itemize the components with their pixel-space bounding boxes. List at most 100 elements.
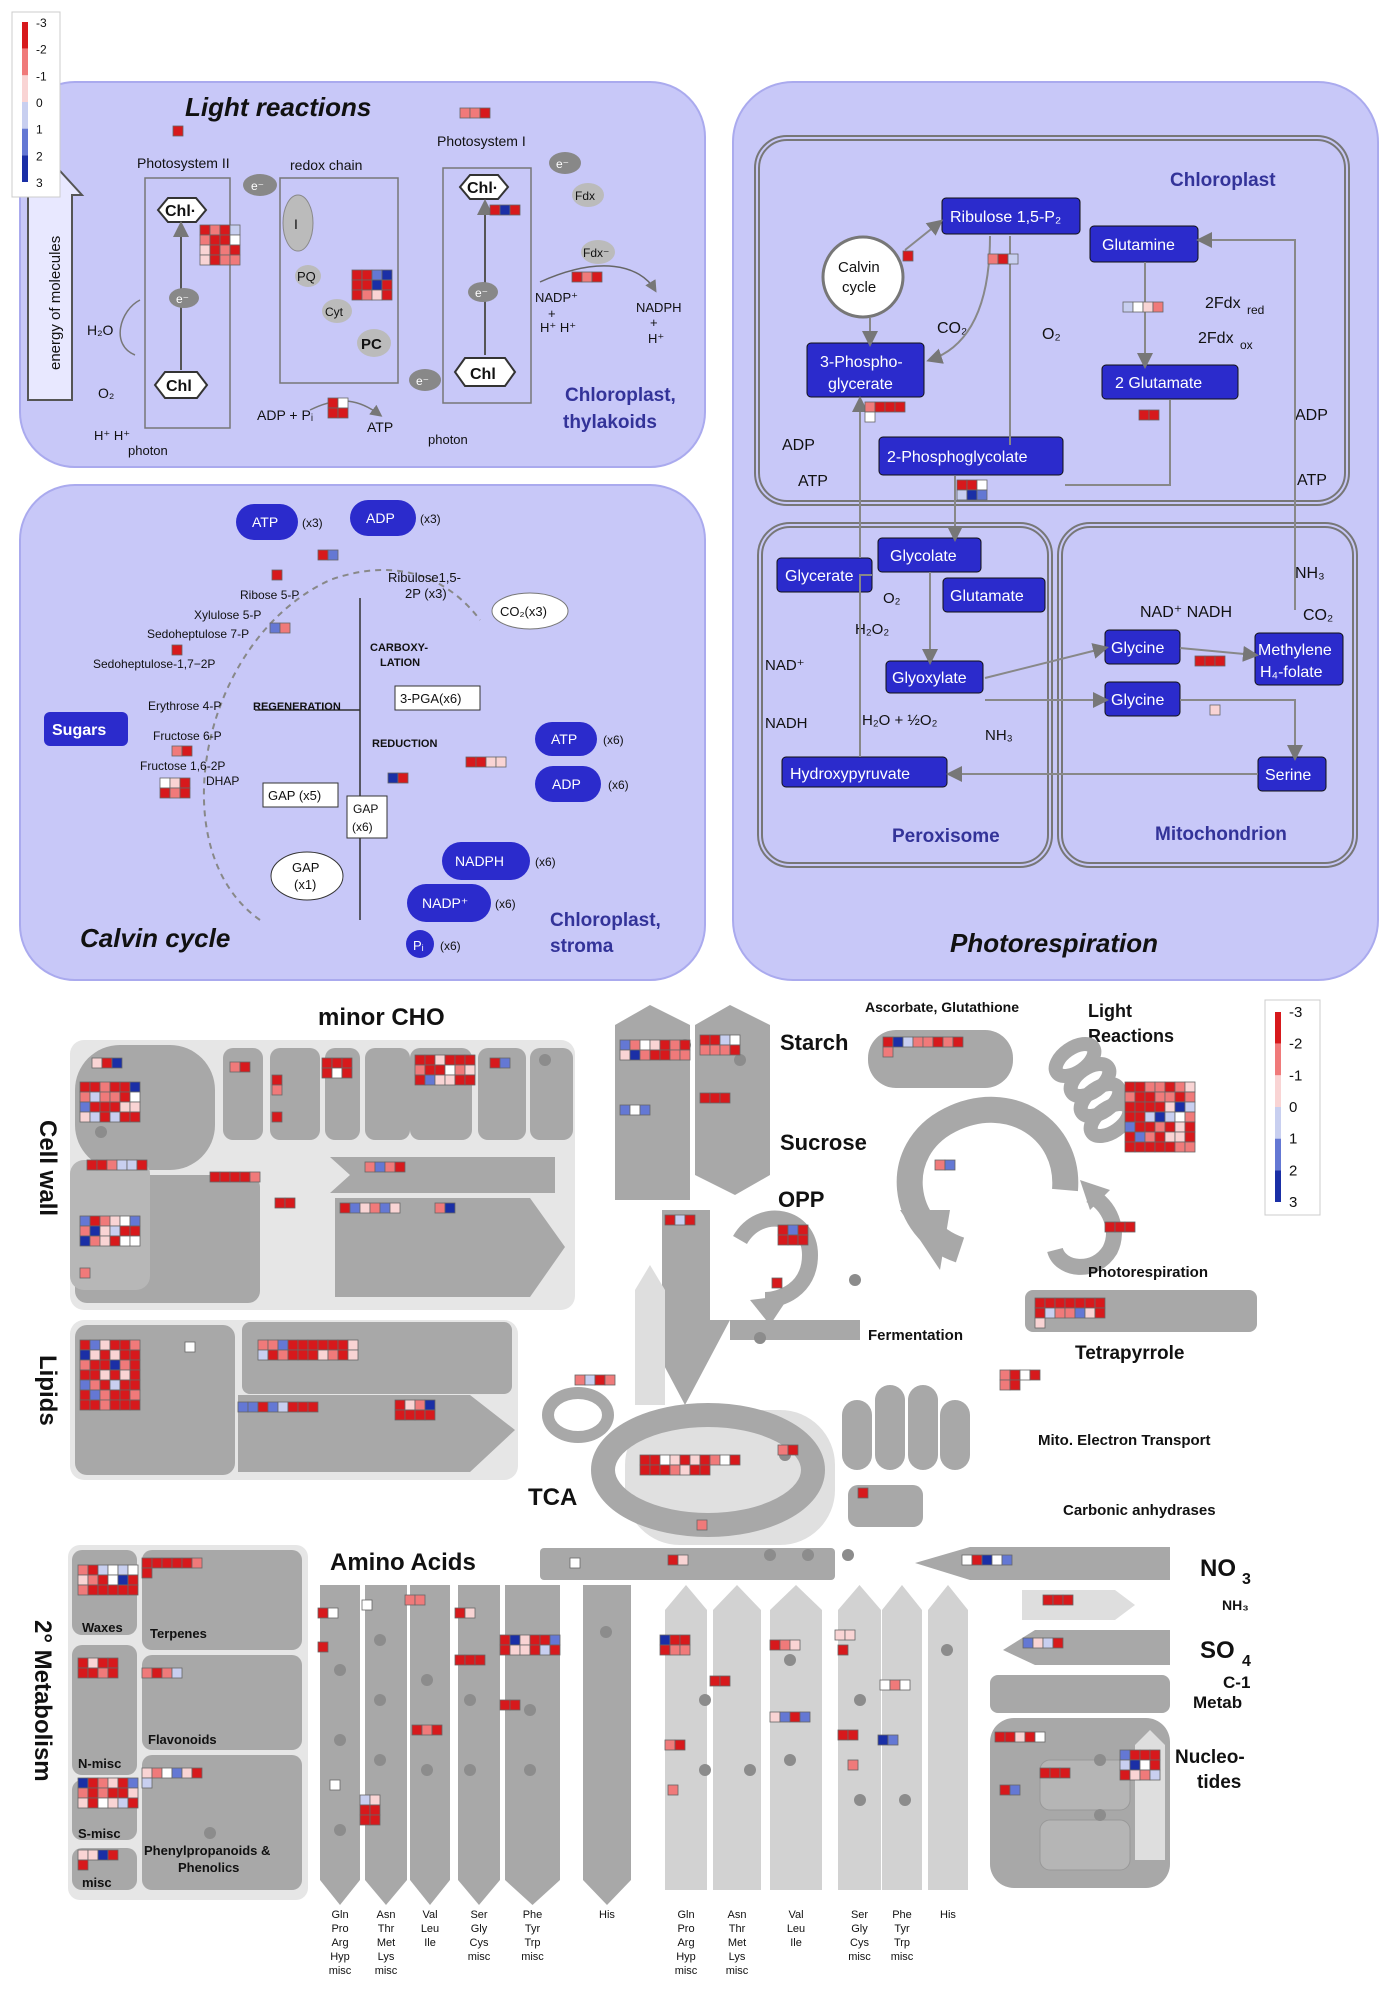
heatmap-cell <box>127 1797 139 1809</box>
heatmap-cell <box>664 1214 676 1226</box>
heatmap-cell <box>219 254 231 266</box>
heatmap-cell <box>944 1159 956 1171</box>
heatmap-cell <box>341 1057 353 1069</box>
calvin-adp6-x6: (x6) <box>608 778 629 792</box>
glutamate2-node: 2 Glutamate <box>1115 375 1202 392</box>
heatmap-cell <box>696 1519 708 1531</box>
heatmap-cell <box>421 1724 433 1736</box>
calvin-reduction: REDUCTION <box>372 738 437 750</box>
heatmap-cell <box>1124 1121 1136 1133</box>
heatmap-cell <box>99 1101 111 1113</box>
heatmap-cell <box>991 1554 1003 1566</box>
heatmap-cell <box>454 1074 466 1086</box>
metabolite-dot <box>204 1827 216 1839</box>
thylakoid-region-1: Chloroplast, <box>565 385 676 406</box>
heatmap-cell <box>101 1057 113 1069</box>
heatmap-cell <box>361 289 373 301</box>
heatmap-cell <box>787 1234 799 1246</box>
fdx-red-sub: red <box>1247 303 1264 317</box>
heatmap-cell <box>539 1644 551 1656</box>
heatmap-cell <box>361 279 373 291</box>
so4-label: SO <box>1200 1637 1235 1664</box>
heatmap-cell <box>966 489 978 501</box>
heatmap-cell <box>1119 1769 1131 1781</box>
amino-acid-label: His <box>599 1909 615 1921</box>
heatmap-cell <box>129 1101 141 1113</box>
heatmap-cell <box>1194 655 1206 667</box>
amino-acids-label: Amino Acids <box>330 1549 476 1576</box>
heatmap-cell <box>351 279 363 291</box>
heatmap-cell <box>239 1061 251 1073</box>
heatmap-cell <box>629 1104 641 1116</box>
heatmap-cell <box>271 1084 283 1096</box>
heatmap-cell <box>444 1064 456 1076</box>
amino-acid-label: Gly <box>851 1923 868 1935</box>
calvin-nadph-x6: (x6) <box>535 855 556 869</box>
heatmap-cell <box>77 1859 89 1871</box>
heatmap-cell <box>771 1277 783 1289</box>
metabolite-dot <box>1094 1809 1106 1821</box>
heatmap-cell <box>424 1054 436 1066</box>
heatmap-cell <box>1024 1731 1036 1743</box>
s-misc-label: S-misc <box>78 1826 121 1841</box>
calvin-nadp: NADP⁺ <box>422 895 468 911</box>
cell-wall-label: Cell wall <box>34 1120 61 1216</box>
heatmap-cell <box>1044 1297 1056 1309</box>
heatmap-cell <box>331 1057 343 1069</box>
metabolite-dot <box>524 1704 536 1716</box>
heatmap-cell <box>371 279 383 291</box>
heatmap-cell <box>381 269 393 281</box>
redox-e: e⁻ <box>416 374 429 388</box>
heatmap-cell <box>1124 1111 1136 1123</box>
light-reactions-label-2: Reactions <box>1088 1026 1174 1046</box>
serine-node: Serine <box>1265 767 1311 784</box>
pgly-node: 2-Phosphoglycolate <box>887 449 1028 466</box>
heatmap-cell <box>349 1202 361 1214</box>
heatmap-cell <box>267 1349 279 1361</box>
amino-acid-label: Asn <box>377 1909 396 1921</box>
heatmap-cell <box>1134 1131 1146 1143</box>
stroma-region-1: Chloroplast, <box>550 910 661 931</box>
fermentation-label: Fermentation <box>868 1327 963 1344</box>
nadp-hh: H⁺ H⁺ <box>540 320 576 335</box>
calvin-gap6-b: (x6) <box>352 820 373 834</box>
heatmap-cell <box>981 1554 993 1566</box>
heatmap-cell <box>119 1091 131 1103</box>
calvin-pi-x6: (x6) <box>440 939 461 953</box>
heatmap-cell <box>1134 1091 1146 1103</box>
heatmap-cell <box>1174 1081 1186 1093</box>
heatmap-cell <box>394 1161 406 1173</box>
amino-acid-label: Asn <box>728 1909 747 1921</box>
heatmap-cell <box>184 1341 196 1353</box>
heatmap-cell <box>267 1339 279 1351</box>
heatmap-cell <box>151 1557 163 1569</box>
sucrose-label: Sucrose <box>780 1130 867 1155</box>
heatmap-cell <box>119 1399 131 1411</box>
heatmap-cell <box>219 224 231 236</box>
heatmap-cell <box>397 772 409 784</box>
mito-electron-label: Mito. Electron Transport <box>1038 1432 1211 1449</box>
heatmap-cell <box>229 234 241 246</box>
heatmap-cell <box>667 1554 679 1566</box>
heatmap-cell <box>77 1787 89 1799</box>
heatmap-cell <box>769 1711 781 1723</box>
heatmap-cell <box>464 1054 476 1066</box>
heatmap-cell <box>679 1634 691 1646</box>
heatmap-cell <box>387 772 399 784</box>
amino-acid-label: Val <box>422 1909 437 1921</box>
heatmap-cell <box>1009 1379 1021 1391</box>
photon-label-2: photon <box>428 432 468 447</box>
heatmap-cell <box>129 1081 141 1093</box>
nadp-label: NADP⁺ <box>535 290 578 305</box>
heatmap-cell <box>1184 1121 1196 1133</box>
heatmap-cell <box>777 1234 789 1246</box>
heatmap-cell <box>347 1339 359 1351</box>
heatmap-cell <box>229 254 241 266</box>
heatmap-cell <box>719 1044 731 1056</box>
heatmap-cell <box>129 1369 141 1381</box>
heatmap-cell <box>141 1767 153 1779</box>
heatmap-cell <box>1174 1091 1186 1103</box>
amino-acid-label: Arg <box>331 1937 348 1949</box>
scale-swatch <box>22 22 28 49</box>
heatmap-cell <box>359 1794 371 1806</box>
